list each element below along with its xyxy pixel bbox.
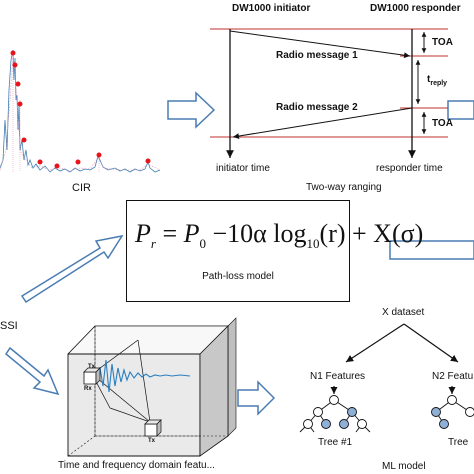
rx-device xyxy=(83,367,101,385)
tree-node xyxy=(329,395,339,405)
twr-caption: Two-way ranging xyxy=(306,182,382,193)
responder-time-label: responder time xyxy=(376,163,443,174)
cir-peak xyxy=(145,158,151,164)
cir-waveform-pink xyxy=(0,54,161,172)
tx-device xyxy=(144,419,162,437)
initiator-time-label: initiator time xyxy=(216,163,270,174)
toa-top-label: TOA xyxy=(432,37,453,48)
tree-node xyxy=(339,419,349,429)
radio-message-2-label: Radio message 2 xyxy=(276,102,358,113)
tree-2 xyxy=(431,395,474,429)
tree-node xyxy=(439,419,449,429)
tree-node xyxy=(447,395,457,405)
features-caption: Time and frequency domain featu... xyxy=(58,460,215,471)
cir-waveform xyxy=(0,49,161,173)
n2-features-label: N2 Featu xyxy=(432,371,474,382)
cir-peak xyxy=(54,163,60,169)
arrow-cir-to-twr xyxy=(167,91,216,129)
tree-1-label: Tree #1 xyxy=(318,437,353,448)
x-dataset-label: X dataset xyxy=(382,307,425,318)
feature-room-box xyxy=(67,317,237,457)
path-loss-formula: Pr = P0 −10α log10(r) + X(σ) xyxy=(135,219,424,252)
twr-diagram xyxy=(210,28,448,158)
rssi-label: SSI xyxy=(0,320,18,332)
n1-features-label: N1 Features xyxy=(310,371,366,382)
arrow-features-to-ml xyxy=(237,380,276,416)
tree-node xyxy=(431,407,441,417)
tree-node xyxy=(465,407,474,417)
cir-label: CIR xyxy=(72,182,91,194)
arrow-twr-right xyxy=(447,100,474,120)
cir-peak xyxy=(15,81,21,87)
path-loss-box: Pr = P0 −10α log10(r) + X(σ) Path-loss m… xyxy=(126,200,423,302)
cir-peak xyxy=(17,101,23,107)
cir-peak xyxy=(21,137,27,143)
radio-message-2-line xyxy=(232,107,413,140)
feature-waveform xyxy=(95,359,191,393)
rx-label: Rx xyxy=(84,386,92,392)
tree-node xyxy=(321,419,331,429)
cir-peak xyxy=(37,159,43,165)
path-loss-caption: Path-loss model xyxy=(202,271,274,282)
arrow-rssi-to-features xyxy=(4,346,60,396)
cir-peak xyxy=(12,62,18,68)
tree-1 xyxy=(299,395,371,433)
ml-model xyxy=(299,323,474,433)
toa-bottom-label: TOA xyxy=(432,118,453,129)
initiator-label: DW1000 initiator xyxy=(232,3,311,14)
tree-2-label: Tree xyxy=(448,437,469,448)
cir-peak xyxy=(10,50,16,56)
tree-node xyxy=(357,419,367,429)
cir-plot xyxy=(0,49,161,173)
ml-caption: ML model xyxy=(382,461,426,472)
cir-peak xyxy=(96,152,102,158)
arrow-to-pathloss xyxy=(20,234,124,304)
tree-node xyxy=(313,407,323,417)
cir-peak xyxy=(75,159,81,165)
radio-message-1-line xyxy=(229,30,411,59)
responder-label: DW1000 responder xyxy=(370,3,461,14)
tree-node xyxy=(347,407,357,417)
radio-message-1-label: Radio message 1 xyxy=(276,50,358,61)
treply-label: treply xyxy=(427,74,448,87)
tx-bottom-label: Tx xyxy=(148,438,156,444)
tx-top-label: Tx xyxy=(88,364,96,370)
tree-node xyxy=(303,419,313,429)
arrow-pathloss-right xyxy=(389,240,474,260)
